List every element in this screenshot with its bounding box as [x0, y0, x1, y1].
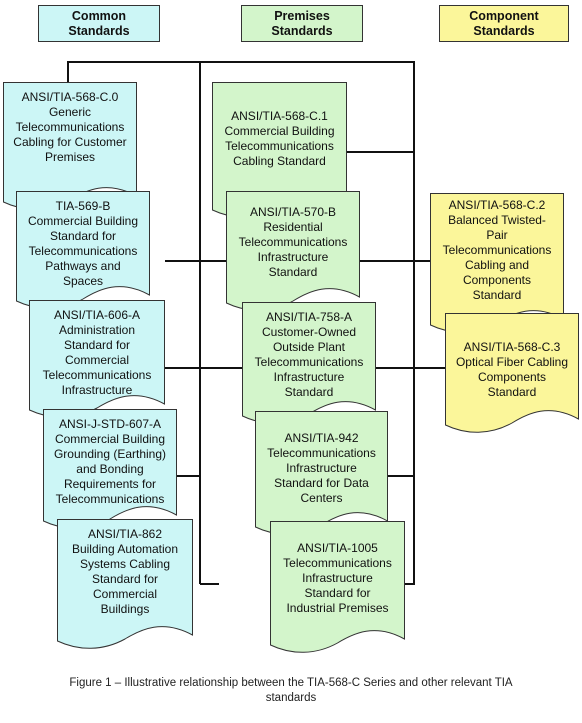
doc-line: Standard for	[63, 338, 131, 352]
doc-line: Spaces	[62, 274, 103, 288]
doc-line: Grounding (Earthing)	[53, 447, 167, 461]
doc-line: ANSI/TIA-568-C.2	[448, 198, 546, 212]
document-shape	[57, 519, 193, 649]
doc-line: Premises	[44, 150, 95, 164]
doc-line: Commercial Building	[224, 124, 335, 138]
doc-line: Cabling and	[464, 258, 530, 272]
doc-line: ANSI/TIA-606-A	[53, 308, 141, 322]
doc-line: ANSI/TIA-570-B	[249, 205, 337, 219]
document-outline	[57, 519, 193, 649]
doc-line: ANSI-J-STD-607-A	[58, 417, 162, 431]
figure-caption: Figure 1 – Illustrative relationship bet…	[0, 676, 582, 706]
doc-line: Outside Plant	[272, 340, 346, 354]
doc-line: ANSI/TIA-758-A	[265, 310, 353, 324]
caption-line-1: Figure 1 – Illustrative relationship bet…	[69, 677, 513, 689]
header-premises-line1: Premises	[274, 8, 330, 23]
doc-line: Telecommunications	[15, 120, 125, 134]
doc-ansi-tia-568-c2: ANSI/TIA-568-C.2 Balanced Twisted- Pair …	[430, 193, 564, 333]
doc-ansi-tia-568-c3: ANSI/TIA-568-C.3 Optical Fiber Cabling C…	[445, 313, 579, 433]
doc-line: Commercial	[64, 353, 129, 367]
doc-line: Requirements for	[63, 477, 157, 491]
doc-line: Standard	[472, 288, 522, 302]
doc-line: Standard for Data	[274, 476, 369, 490]
doc-line: Telecommunications	[283, 556, 392, 570]
doc-line: ANSI/TIA-568-C.1	[231, 109, 328, 123]
doc-line: Infrastructure	[257, 250, 329, 264]
doc-line: ANSI/TIA-568-C.0	[21, 90, 119, 104]
doc-line: ANSI/TIA-1005	[297, 541, 378, 555]
doc-ansi-tia-570-b: ANSI/TIA-570-B Residential Telecommunica…	[226, 191, 360, 311]
doc-ansi-tia-1005: ANSI/TIA-1005 Telecommunications Infrast…	[270, 521, 405, 653]
doc-line: Telecommunications	[28, 244, 138, 258]
doc-line: Telecommunications	[42, 368, 152, 382]
header-common-standards: Common Standards	[38, 5, 160, 42]
doc-line: Pathways and	[45, 259, 121, 273]
doc-line: Standard	[268, 265, 318, 279]
doc-line: Infrastructure	[61, 383, 133, 397]
doc-ansi-tia-758-a: ANSI/TIA-758-A Customer-Owned Outside Pl…	[242, 302, 376, 424]
doc-line: Standard for	[304, 586, 371, 600]
doc-line: Standard for	[91, 572, 159, 586]
doc-line: Standard	[487, 385, 537, 399]
doc-line: Industrial Premises	[286, 601, 389, 615]
doc-ansi-tia-942: ANSI/TIA-942 Telecommunications Infrastr…	[255, 411, 388, 535]
doc-line: Optical Fiber Cabling	[455, 355, 569, 369]
doc-ansi-tia-606-a: ANSI/TIA-606-A Administration Standard f…	[29, 300, 165, 418]
doc-line: Standard	[284, 385, 334, 399]
header-common-line2: Standards	[68, 23, 130, 38]
header-premises-standards: Premises Standards	[241, 5, 363, 42]
doc-line: Standard for	[49, 229, 117, 243]
doc-ansi-tia-568-c1: ANSI/TIA-568-C.1 Commercial Building Tel…	[212, 82, 347, 218]
document-shape	[445, 313, 579, 433]
document-shape	[270, 521, 405, 653]
doc-line: Customer-Owned	[261, 325, 357, 339]
doc-line: Telecommunications	[55, 492, 165, 506]
doc-line: Telecommunications	[442, 243, 552, 257]
doc-line: Administration	[58, 323, 136, 337]
doc-line: Components	[462, 273, 532, 287]
doc-line: Residential	[263, 220, 323, 234]
header-common-line1: Common	[71, 8, 127, 23]
doc-tia-569-b: TIA-569-B Commercial Building Standard f…	[16, 191, 150, 309]
doc-line: Cabling Standard	[233, 154, 326, 168]
doc-line: Buildings	[100, 602, 150, 616]
doc-line: Components	[477, 370, 547, 384]
doc-line: Cabling for Customer	[13, 135, 127, 149]
doc-line: Commercial	[92, 587, 157, 601]
doc-line: Pair	[486, 228, 508, 242]
header-component-standards: Component Standards	[439, 5, 569, 42]
doc-line: Infrastructure	[302, 571, 373, 585]
caption-line-2: standards	[265, 692, 317, 704]
doc-line: Commercial Building	[27, 214, 139, 228]
document-outline	[445, 313, 579, 433]
doc-line: Centers	[300, 491, 343, 505]
doc-line: Infrastructure	[273, 370, 345, 384]
header-component-line2: Standards	[473, 23, 535, 38]
doc-line: Building Automation	[71, 542, 179, 556]
doc-ansi-tia-862: ANSI/TIA-862 Building Automation Systems…	[57, 519, 193, 649]
doc-line: Generic	[48, 105, 91, 119]
doc-ansi-j-std-607-a: ANSI-J-STD-607-A Commercial Building Gro…	[43, 409, 177, 529]
doc-line: Telecommunications	[225, 139, 334, 153]
doc-line: ANSI/TIA-942	[284, 431, 359, 445]
doc-line: Infrastructure	[286, 461, 357, 475]
doc-line: and Bonding	[76, 462, 144, 476]
document-outline	[270, 521, 405, 653]
doc-line: ANSI/TIA-862	[87, 527, 162, 541]
header-component-line1: Component	[469, 8, 539, 23]
doc-line: Telecommunications	[238, 235, 348, 249]
doc-line: Telecommunications	[267, 446, 376, 460]
header-premises-line2: Standards	[271, 23, 333, 38]
doc-line: Systems Cabling	[79, 557, 171, 571]
doc-line: Balanced Twisted-	[448, 213, 546, 227]
doc-line: TIA-569-B	[55, 199, 111, 213]
doc-line: Telecommunications	[254, 355, 364, 369]
doc-line: ANSI/TIA-568-C.3	[463, 340, 561, 354]
doc-line: Commercial Building	[54, 432, 166, 446]
